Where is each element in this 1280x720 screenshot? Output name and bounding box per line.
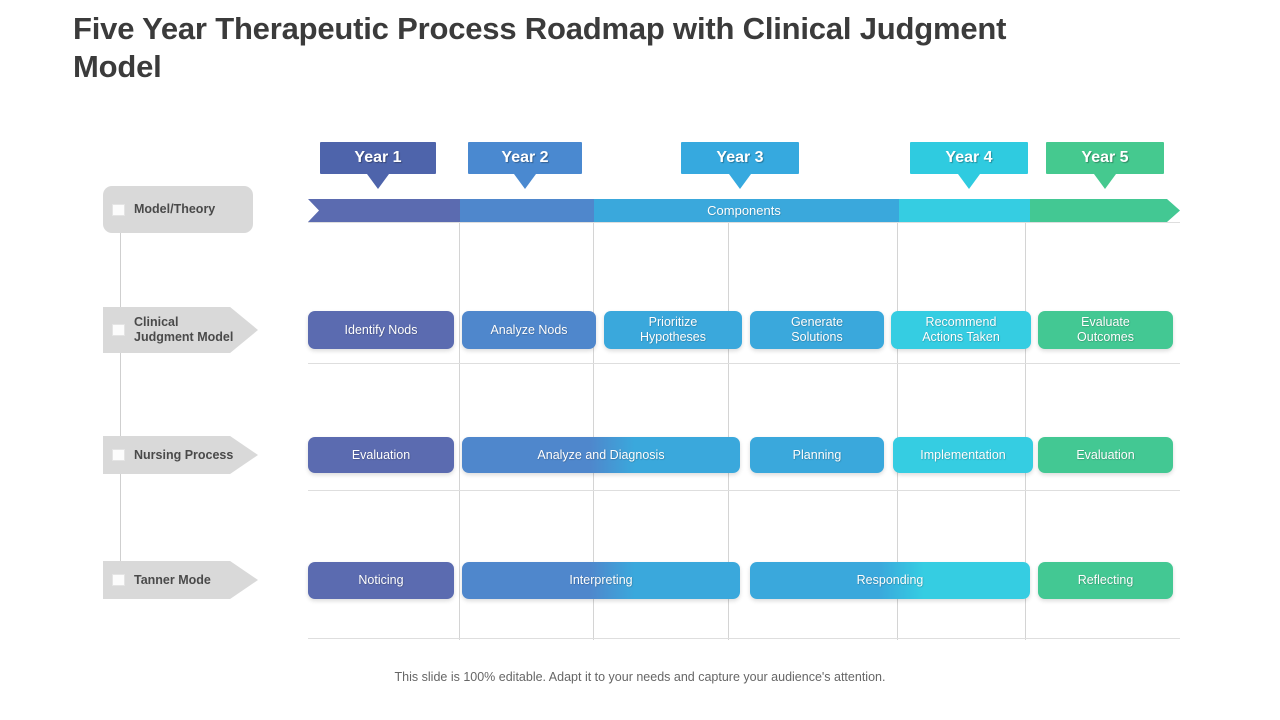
row-label-text-line2: Judgment Model [134,330,234,344]
footer-note: This slide is 100% editable. Adapt it to… [394,670,886,684]
tanner-mode-bar-2[interactable]: Interpreting [462,562,740,599]
nursing-process-bar-1[interactable]: Evaluation [308,437,454,473]
nursing-process-bar-4[interactable]: Implementation [893,437,1033,473]
row-label-nursing-process[interactable]: Nursing Process [103,436,258,474]
gridline-horizontal-1 [308,222,1180,223]
year-tab-pointer-icon [514,174,536,189]
bar-label: Analyze Nods [490,322,568,337]
row-label-text: Clinical Judgment Model [134,315,241,345]
components-segment-year-1 [308,199,460,222]
row-label-clinical-judgment-model[interactable]: Clinical Judgment Model [103,307,258,353]
components-segment-year-2 [460,199,594,222]
page-title: Five Year Therapeutic Process Roadmap wi… [73,11,1007,84]
row-label-text: Nursing Process [134,447,234,462]
gridline-horizontal-2 [308,363,1180,364]
year-tab-label: Year 4 [945,149,993,166]
row-label-tanner-mode[interactable]: Tanner Mode [103,561,258,599]
row-label-spine [120,228,121,580]
tanner-mode-bar-3[interactable]: Responding [750,562,1030,599]
clinical-judgment-bar-2[interactable]: Analyze Nods [462,311,596,349]
bar-label-line2: Hypotheses [639,330,706,344]
bar-label: Reflecting [1077,573,1134,587]
bar-label: Analyze and Diagnosis [537,447,665,462]
clinical-judgment-bar-1[interactable]: Identify Nods [308,311,454,349]
nursing-process-bar-3[interactable]: Planning [750,437,884,473]
year-tab-label: Year 1 [354,149,402,166]
nursing-process-bar-5[interactable]: Evaluation [1038,437,1173,473]
year-tab-pointer-icon [729,174,751,189]
components-segment-year-5 [1030,199,1180,222]
components-segment-year-3 [594,199,899,222]
row-label-model-theory[interactable]: Model/Theory [103,186,253,233]
gridline-vertical-3 [728,222,729,640]
gridline-vertical-5 [1025,222,1026,640]
bar-label-line1: Recommend [925,315,997,329]
year-tab-2[interactable]: Year 2 [468,142,582,189]
bar-label: Evaluation [351,447,411,462]
gridline-horizontal-4 [308,638,1180,639]
bar-label-line2: Actions Taken [922,330,1000,344]
bar-label-line1: Prioritize [648,315,698,329]
gridline-vertical-4 [897,222,898,640]
checkbox-icon[interactable] [112,203,125,216]
bar-label: Interpreting [569,573,633,587]
components-band: Components [308,199,1180,222]
bar-label: Identify Nods [344,322,418,337]
timeline-grid [308,222,1180,640]
bar-label-line1: Generate [790,315,844,329]
row-label-text-line1: Clinical [134,315,179,329]
bar-label: Noticing [358,573,404,587]
bar-label-line1: Evaluate [1081,315,1130,329]
gridline-horizontal-3 [308,490,1180,491]
year-tab-4[interactable]: Year 4 [910,142,1028,189]
row-label-text: Tanner Mode [134,572,211,587]
year-tab-3[interactable]: Year 3 [681,142,799,189]
year-tab-5[interactable]: Year 5 [1046,142,1164,189]
year-tab-label: Year 3 [716,149,764,166]
bar-label: Evaluation [1076,447,1135,462]
gridline-vertical-2 [593,222,594,640]
year-tab-1[interactable]: Year 1 [320,142,436,189]
checkbox-icon[interactable] [112,574,125,586]
bar-label-line2: Outcomes [1077,330,1134,344]
year-tab-pointer-icon [1094,174,1116,189]
bar-label: Implementation [920,447,1006,462]
bar-label: Responding [856,573,924,587]
tanner-mode-bar-4[interactable]: Reflecting [1038,562,1173,599]
year-tab-label: Year 5 [1081,149,1129,166]
year-tab-label: Year 2 [501,149,549,166]
year-tab-pointer-icon [367,174,389,189]
year-tab-pointer-icon [958,174,980,189]
tanner-mode-bar-1[interactable]: Noticing [308,562,454,599]
nursing-process-bar-2[interactable]: Analyze and Diagnosis [462,437,740,473]
checkbox-icon[interactable] [112,449,125,461]
row-label-text: Model/Theory [134,202,216,216]
bar-label-line2: Solutions [791,330,843,344]
checkbox-icon[interactable] [112,324,125,336]
components-segment-year-4 [899,199,1030,222]
bar-label: Planning [792,447,842,462]
gridline-vertical-1 [459,222,460,640]
